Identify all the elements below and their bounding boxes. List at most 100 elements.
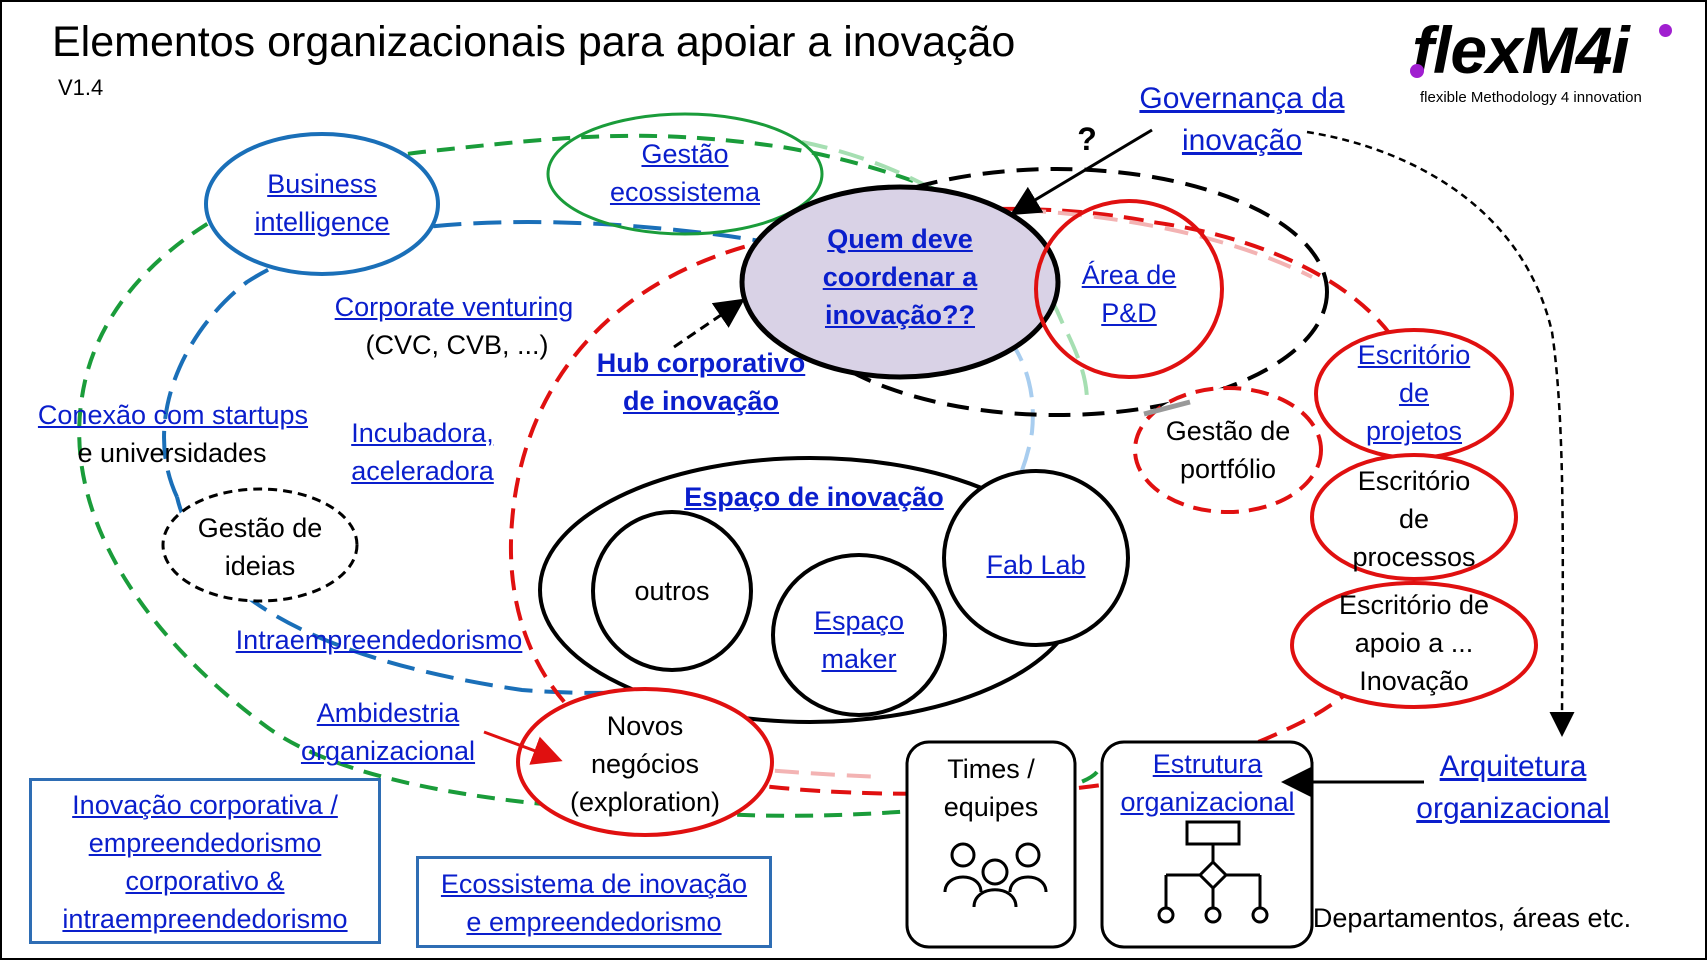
- gestao-eco-line1: Gestão: [641, 139, 729, 169]
- ambidestria-link[interactable]: Ambidestria organizacional: [287, 694, 489, 770]
- pd-line2: P&D: [1101, 298, 1157, 328]
- conexao-startups-sub: e universidades: [77, 438, 267, 468]
- escritorio-apoio-line1: Escritório de: [1338, 590, 1490, 620]
- governance-black-ellipse: [785, 167, 1329, 417]
- novos-line3: (exploration): [569, 787, 721, 817]
- logo-dot-left: [1410, 64, 1424, 78]
- escritorio-proj-line2: de: [1398, 378, 1430, 408]
- outros-circle: [591, 510, 753, 672]
- pd-ellipse: [1034, 199, 1224, 379]
- inovacao-corp-line3[interactable]: corporativo &: [125, 866, 285, 896]
- ambidestria-line1: Ambidestria: [316, 698, 460, 728]
- novos-negocios-label: Novos negócios (exploration): [555, 707, 735, 821]
- bi-line1: Business: [267, 169, 377, 199]
- gestao-portfolio-label: Gestão de portfólio: [1152, 412, 1304, 488]
- ecossistema-box: Ecossistema de inovação e empreendedoris…: [416, 856, 772, 948]
- hub-line2: de inovação: [622, 386, 780, 416]
- escritorio-apoio-label: Escritório de apoio a ... Inovação: [1324, 586, 1504, 700]
- question-mark: ?: [1077, 121, 1097, 157]
- ecossistema-line2[interactable]: e empreendedorismo: [466, 907, 722, 937]
- intraempreendedorismo-link[interactable]: Intraempreendedorismo: [235, 625, 523, 655]
- arquitetura-line2: organizacional: [1416, 792, 1610, 825]
- times-box: [905, 740, 1077, 949]
- estrutura-organizacional-link[interactable]: Estrutura organizacional: [1105, 745, 1310, 821]
- gestao-portfolio-line2: portfólio: [1179, 454, 1277, 484]
- hub-line1: Hub corporativo: [596, 348, 806, 378]
- gestao-eco-line2: ecossistema: [609, 177, 761, 207]
- escritorio-apoio-line2: apoio a ...: [1354, 628, 1474, 658]
- times-line1: Times /: [947, 754, 1035, 784]
- arquitetura-organizacional-link[interactable]: Arquitetura organizacional: [1402, 746, 1624, 830]
- escritorio-proj-line3: projetos: [1365, 416, 1463, 446]
- pd-link[interactable]: Área de P&D: [1059, 256, 1199, 332]
- estrutura-line2: organizacional: [1120, 787, 1295, 817]
- org-chart-icon: [1157, 820, 1269, 924]
- departamentos-label: Departamentos, áreas etc.: [1312, 903, 1632, 933]
- corporate-venturing-link[interactable]: Corporate venturing: [334, 292, 574, 322]
- quem-line1: Quem deve: [827, 224, 973, 254]
- gestao-ideias-line1: Gestão de: [197, 513, 323, 543]
- version-label: V1.4: [58, 75, 104, 100]
- people-group-icon: [943, 842, 1048, 908]
- gestao-ideias-ellipse: [161, 487, 359, 603]
- fab-lab-link[interactable]: Fab Lab: [986, 550, 1086, 580]
- gestao-ideias-label: Gestão de ideias: [185, 509, 335, 585]
- quem-coordena-ellipse: [739, 184, 1061, 380]
- hub-corporativo-link[interactable]: Hub corporativo de inovação: [590, 344, 812, 420]
- ambidestria-arrow: [483, 730, 563, 765]
- escritorio-processos-label: Escritório de processos: [1334, 462, 1494, 576]
- inovacao-corp-line2[interactable]: empreendedorismo: [88, 828, 322, 858]
- governance-to-architecture-arrow: [1306, 130, 1575, 737]
- inovacao-corp-line4[interactable]: intraempreendedorismo: [62, 904, 348, 934]
- espaco-maker-line1: Espaço: [813, 606, 905, 636]
- logo-dot-right: [1659, 24, 1672, 37]
- gestao-portfolio-line1: Gestão de: [1165, 416, 1291, 446]
- inovacao-corporativa-box: Inovação corporativa / empreendedorismo …: [29, 778, 381, 944]
- escritorio-proc-line2: de: [1398, 504, 1430, 534]
- times-line2: equipes: [943, 792, 1039, 822]
- hub-arrow: [673, 298, 745, 349]
- gestao-ecossistema-ellipse: [546, 112, 824, 236]
- gestao-ecossistema-link[interactable]: Gestão ecossistema: [595, 135, 775, 211]
- logo-tagline: flexible Methodology 4 innovation: [1420, 89, 1642, 106]
- incubadora-line1: Incubadora,: [351, 418, 494, 448]
- fab-lab-ellipse: [942, 469, 1130, 647]
- estrutura-line1: Estrutura: [1152, 749, 1263, 779]
- novos-negocios-ellipse: [516, 687, 774, 837]
- escritorio-projetos-link[interactable]: Escritório de projetos: [1344, 336, 1484, 450]
- espaco-inovacao-link[interactable]: Espaço de inovação: [684, 482, 944, 512]
- business-intelligence-link[interactable]: Business intelligence: [232, 165, 412, 241]
- quem-coordena-link[interactable]: Quem deve coordenar a inovação??: [790, 220, 1010, 334]
- portfolio-gray-link: [1143, 399, 1191, 417]
- governanca-line1: Governança da: [1139, 82, 1345, 115]
- page-title: Elementos organizacionais para apoiar a …: [52, 18, 1016, 66]
- business-intelligence-ellipse: [204, 132, 440, 276]
- escritorio-apoio-ellipse: [1290, 581, 1538, 709]
- inovacao-corp-line1[interactable]: Inovação corporativa /: [72, 790, 338, 820]
- incubadora-link[interactable]: Incubadora, aceleradora: [335, 414, 510, 490]
- incubadora-line2: aceleradora: [351, 456, 494, 486]
- escritorio-proc-line3: processos: [1352, 542, 1476, 572]
- espaco-maker-link[interactable]: Espaço maker: [799, 602, 919, 678]
- times-equipes-label: Times / equipes: [920, 750, 1062, 826]
- espaco-maker-line2: maker: [821, 644, 897, 674]
- escritorio-proj-line1: Escritório: [1357, 340, 1471, 370]
- governanca-line2: inovação: [1181, 124, 1303, 157]
- ecossistema-line1[interactable]: Ecossistema de inovação: [440, 869, 748, 899]
- escritorio-apoio-line3: Inovação: [1359, 666, 1469, 696]
- quem-line3: inovação??: [824, 300, 976, 330]
- espaco-maker-ellipse: [771, 553, 947, 717]
- pd-line1: Área de: [1081, 260, 1177, 290]
- gestao-ideias-line2: ideias: [224, 551, 296, 581]
- gestao-portfolio-ellipse: [1133, 386, 1323, 514]
- governance-arrow: [1009, 128, 1153, 216]
- escritorio-processos-ellipse: [1310, 453, 1518, 581]
- escritorio-proc-line1: Escritório: [1357, 466, 1471, 496]
- logo-name: flexM4i: [1412, 13, 1630, 87]
- outros-label: outros: [634, 576, 710, 606]
- governanca-link[interactable]: Governança da inovação: [1122, 78, 1362, 162]
- conexao-startups-link[interactable]: Conexão com startups: [37, 400, 309, 430]
- ambidestria-line2: organizacional: [300, 736, 476, 766]
